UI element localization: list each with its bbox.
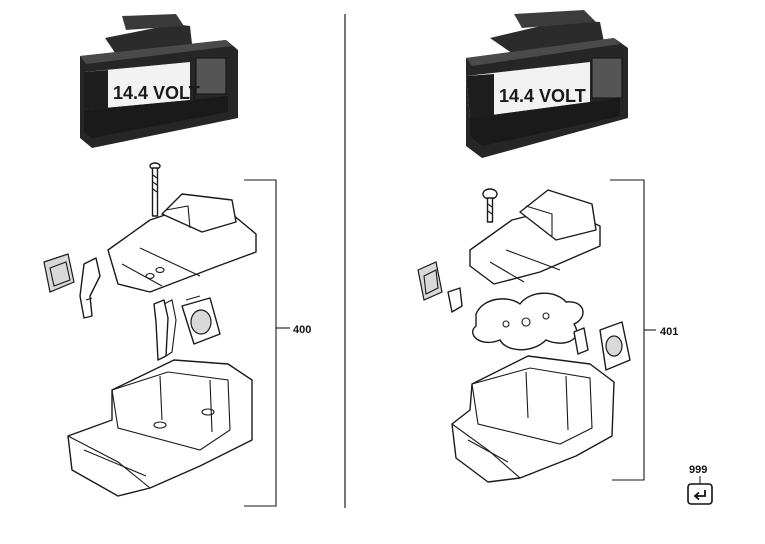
right-top-housing[interactable] xyxy=(469,189,601,285)
right-gasket[interactable] xyxy=(472,292,584,351)
right-assembly-bracket xyxy=(610,179,656,481)
left-terminal-pair[interactable] xyxy=(153,299,177,361)
left-fuse-socket[interactable] xyxy=(181,295,221,345)
left-top-housing[interactable] xyxy=(107,193,257,293)
left-battery-pack[interactable]: 14.4 VOLT xyxy=(80,14,238,148)
right-screw[interactable] xyxy=(482,188,498,223)
left-voltage-label: 14.4 VOLT xyxy=(113,83,200,103)
left-assembly-bracket xyxy=(244,179,290,507)
right-contact-plate[interactable] xyxy=(417,261,443,301)
left-terminal-strips[interactable] xyxy=(79,257,101,319)
left-contact-plate[interactable] xyxy=(43,253,75,293)
right-ref-number[interactable]: 401 xyxy=(660,326,678,338)
right-voltage-label: 14.4 VOLT xyxy=(499,86,586,106)
right-exploded-parts xyxy=(417,188,631,483)
left-exploded-parts xyxy=(43,162,257,497)
left-ref-number[interactable]: 400 xyxy=(293,324,311,336)
right-terminal[interactable] xyxy=(573,327,589,355)
right-fuse-socket[interactable] xyxy=(599,321,631,371)
right-battery-pack[interactable]: 14.4 VOLT xyxy=(466,10,628,158)
extra-part-ref-number[interactable]: 999 xyxy=(689,464,707,476)
return-arrow-icon[interactable] xyxy=(687,483,713,505)
right-bottom-housing[interactable] xyxy=(451,355,615,483)
left-bottom-housing[interactable] xyxy=(67,359,253,497)
right-small-terminal[interactable] xyxy=(447,287,463,313)
left-screw[interactable] xyxy=(149,162,161,217)
